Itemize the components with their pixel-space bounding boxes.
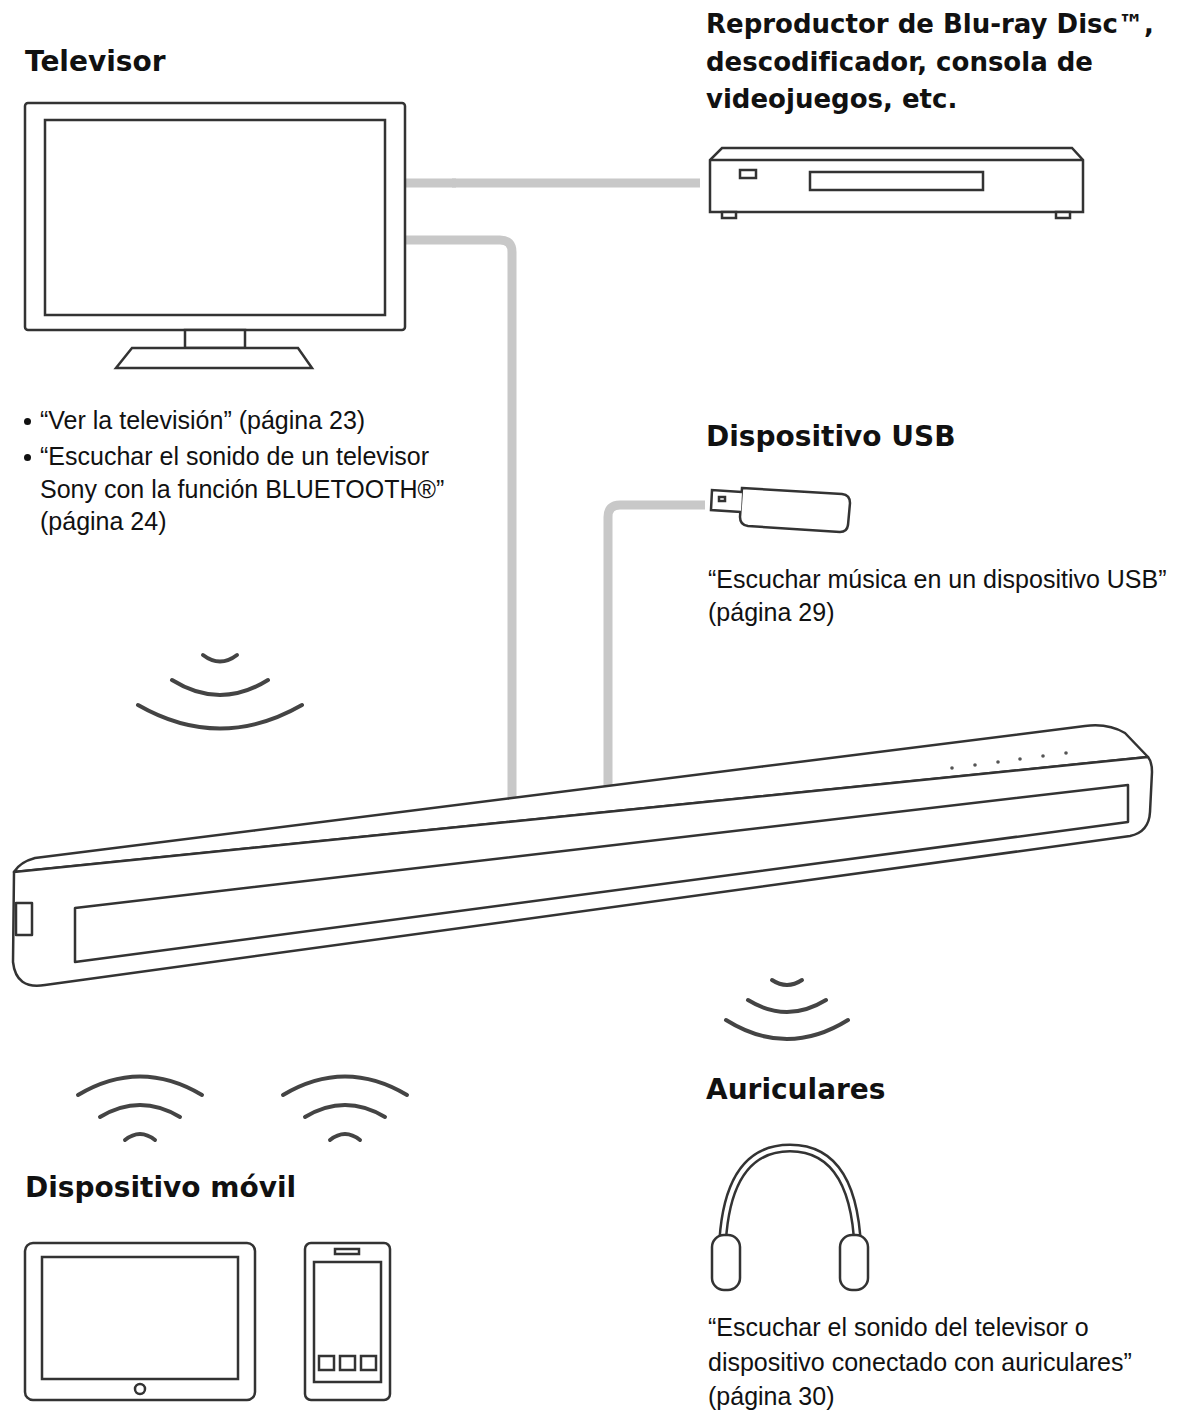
usb-plug xyxy=(711,490,742,512)
tv-screen xyxy=(45,120,385,315)
player-slot xyxy=(810,172,983,190)
phone-icon xyxy=(361,1356,376,1370)
soundbar-buttons xyxy=(950,751,1068,770)
cable xyxy=(405,240,512,805)
page-reference: “Escuchar el sonido del televisor o disp… xyxy=(708,1310,1180,1414)
usb-illustration xyxy=(711,488,850,532)
usb-body xyxy=(740,488,850,532)
cable xyxy=(608,505,705,790)
headband xyxy=(722,1148,858,1262)
page-reference: “Ver la televisión” (página 23) xyxy=(40,404,450,437)
bullet-dot xyxy=(24,418,31,425)
device-heading: Dispositivo móvil xyxy=(25,1170,395,1206)
cable xyxy=(405,183,705,805)
headphones-illustration xyxy=(712,1148,868,1290)
usb-hole xyxy=(719,497,725,501)
device-heading: Dispositivo USB xyxy=(706,419,1176,455)
wave xyxy=(772,980,802,985)
player-edge xyxy=(710,159,1083,162)
wave xyxy=(172,680,268,695)
wave xyxy=(305,1105,385,1117)
wave xyxy=(283,1077,407,1096)
device-heading: Auriculares xyxy=(706,1072,1176,1108)
soundbar-front xyxy=(13,757,1152,986)
player-led xyxy=(740,170,756,178)
soundbar-grille xyxy=(75,785,1128,962)
device-heading: Televisor xyxy=(25,44,445,80)
player-foot xyxy=(1056,212,1070,218)
wave xyxy=(748,1000,826,1012)
device-group: Auriculares “Escuchar el sonido del telev… xyxy=(700,1072,1182,1417)
wave xyxy=(138,705,302,729)
phone-speaker xyxy=(335,1249,359,1254)
cable xyxy=(452,179,700,188)
wave xyxy=(100,1105,180,1117)
tv-frame xyxy=(25,103,405,330)
player-body xyxy=(710,148,1083,212)
tv-base xyxy=(116,348,312,368)
wave xyxy=(125,1134,155,1140)
wave xyxy=(330,1134,360,1140)
device-group: Reproductor de Blu-ray Disc™, descodific… xyxy=(700,6,1182,221)
cable xyxy=(405,179,456,188)
player-foot xyxy=(722,212,736,218)
device-group: Televisor “Ver la televisión” (página 23)… xyxy=(20,40,452,560)
bullet-dot xyxy=(24,454,31,461)
ear-cup xyxy=(712,1235,740,1290)
device-group: Dispositivo USB “Escuchar música en un di… xyxy=(700,415,1182,640)
wave xyxy=(78,1077,202,1096)
wave xyxy=(203,655,237,662)
wireless-waves xyxy=(78,655,848,1140)
tv-neck xyxy=(185,330,245,348)
phone-screen xyxy=(314,1262,381,1382)
phone xyxy=(305,1243,390,1400)
soundbar-side xyxy=(16,903,32,935)
soundbar-illustration xyxy=(13,725,1152,985)
phone-icon xyxy=(319,1356,334,1370)
tablet-button xyxy=(135,1384,145,1394)
headband-inner xyxy=(722,1148,858,1262)
page-reference: “Escuchar música en un dispositivo USB” … xyxy=(708,563,1178,628)
ear-cup xyxy=(840,1235,868,1290)
wave xyxy=(726,1020,848,1039)
player-illustration xyxy=(710,148,1083,218)
mobile-illustration xyxy=(25,1243,390,1400)
tablet-screen xyxy=(42,1257,238,1379)
phone-icon xyxy=(340,1356,355,1370)
device-group: Dispositivo móvil xyxy=(20,1170,400,1410)
page-reference: “Escuchar el sonido de un televisor Sony… xyxy=(40,440,450,538)
device-heading: Reproductor de Blu-ray Disc™, descodific… xyxy=(706,6,1180,119)
tv-illustration xyxy=(25,103,405,368)
tablet xyxy=(25,1243,255,1400)
